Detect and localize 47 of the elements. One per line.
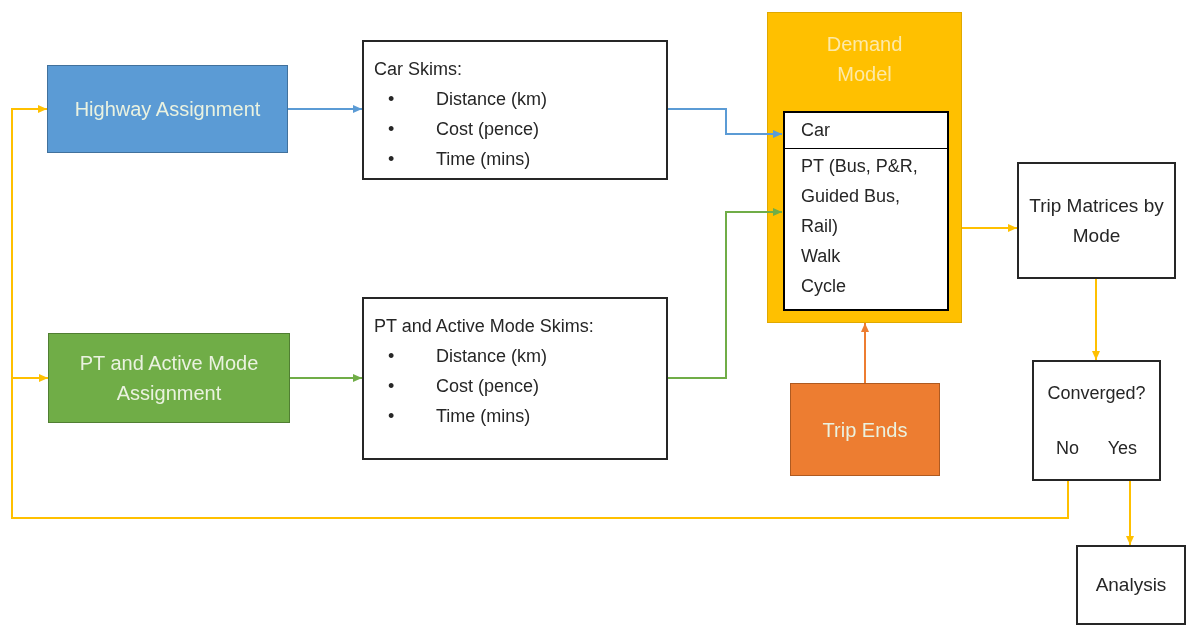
mode-label: Walk [801, 245, 842, 268]
bullet: • [388, 345, 396, 368]
box-label: Trip Ends [822, 417, 908, 443]
mode-row [783, 111, 949, 149]
process-box [48, 333, 290, 423]
arrow [667, 108, 783, 138]
decision-option: No [1056, 435, 1079, 462]
list-item: Cost (pence) [436, 375, 540, 398]
group-title: Demand Model [825, 32, 904, 87]
box-heading: PT and Active Mode Skims: [374, 315, 595, 338]
bullet: • [388, 88, 396, 111]
arrow [667, 208, 783, 379]
box-label: Highway Assignment [74, 97, 261, 122]
list-item: Time (mins) [436, 405, 531, 428]
process-box [47, 65, 288, 153]
mode-label: PT (Bus, P&R, Guided Bus, Rail) [801, 155, 919, 238]
box-label: PT and Active Mode Assignment [78, 351, 260, 406]
arrow [11, 374, 1069, 519]
box-heading: Car Skims: [374, 58, 463, 81]
mode-row [783, 149, 949, 311]
list-box [362, 297, 668, 460]
output-box [1076, 545, 1186, 625]
list-item: Distance (km) [436, 88, 547, 111]
process-box [1017, 162, 1176, 279]
arrow [289, 374, 363, 382]
mode-label: Cycle [801, 275, 847, 298]
arrow [1126, 480, 1134, 546]
group-box [767, 12, 962, 323]
arrow [961, 224, 1018, 232]
arrow [861, 322, 869, 384]
mode-label: Car [801, 119, 831, 142]
list-item: Cost (pence) [436, 118, 540, 141]
input-box [790, 383, 940, 476]
decision-option: Yes [1107, 435, 1137, 462]
decision-box [1032, 360, 1161, 481]
list-item: Time (mins) [436, 148, 531, 171]
bullet: • [388, 118, 396, 141]
box-label: Trip Matrices by Mode [1028, 193, 1165, 248]
arrow [1092, 278, 1100, 361]
bullet: • [388, 375, 396, 398]
box-label: Analysis [1095, 573, 1167, 597]
bullet: • [388, 405, 396, 428]
list-item: Distance (km) [436, 345, 547, 368]
list-box [362, 40, 668, 180]
arrow [287, 105, 363, 113]
bullet: • [388, 148, 396, 171]
decision-question: Converged? [1047, 382, 1146, 405]
